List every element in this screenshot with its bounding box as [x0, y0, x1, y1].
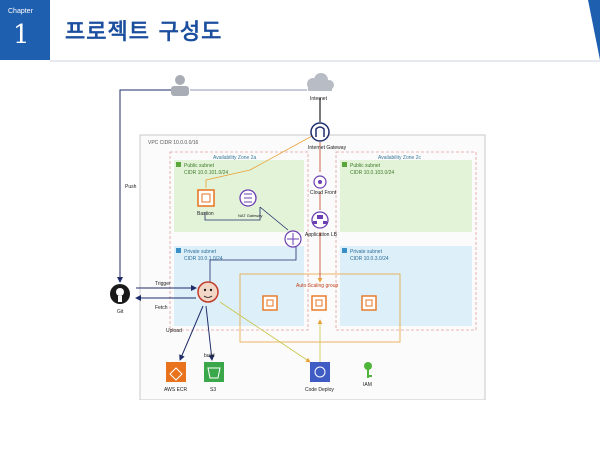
nat-label: NAT Gateway	[238, 213, 263, 218]
private-subnet-c-cidr: CIDR 10.0.3.0/24	[350, 256, 389, 262]
bastion-ec2-icon	[197, 189, 215, 207]
page-title: 프로젝트 구성도	[65, 20, 223, 45]
s3-icon	[204, 362, 224, 382]
codedeploy-icon	[310, 362, 330, 382]
push-edge	[117, 89, 180, 283]
upload-edge	[179, 305, 204, 361]
internet-gateway-label: Internet Gateway	[308, 145, 347, 151]
internet-gateway-icon	[310, 122, 330, 142]
jenkins-nat-edge	[209, 246, 297, 282]
build-edge	[205, 305, 215, 361]
az-c-boundary	[335, 151, 477, 331]
internet-cloud-icon	[307, 73, 334, 91]
public-subnet-c-title: Public subnet	[350, 163, 381, 169]
private-subnet-icon	[342, 248, 347, 253]
build-label: build	[204, 353, 215, 359]
header-divider	[50, 60, 600, 62]
ec2-instance-icon	[311, 295, 327, 311]
ec2-instance-icon	[262, 295, 278, 311]
public-subnet-icon	[342, 162, 347, 167]
ec2-instance-icon	[361, 295, 377, 311]
github-label: Git	[117, 309, 124, 315]
fetch-label: Fetch	[155, 305, 168, 311]
user-icon	[171, 75, 189, 96]
igw-bastion-edge	[205, 135, 313, 188]
private-subnet-c-title: Private subnet	[350, 249, 383, 255]
ecr-label: AWS ECR	[164, 387, 188, 393]
vpc-label: VPC CIDR 10.0.0.0/16	[148, 140, 199, 146]
ecr-icon	[166, 362, 186, 382]
asg-label: Auto Scaling group	[296, 283, 338, 289]
az-a-boundary	[169, 151, 309, 331]
trigger-label: Trigger	[155, 281, 171, 287]
public-subnet-a-cidr: CIDR 10.0.101.0/24	[184, 170, 228, 176]
push-label: Push	[125, 184, 137, 190]
s3-label: S3	[210, 387, 216, 393]
jenkins-icon	[197, 281, 219, 303]
jenkins-codedeploy-edge	[219, 301, 311, 363]
private-subnet-icon	[176, 248, 181, 253]
alb-label: Application LB	[305, 232, 338, 238]
public-subnet-c	[340, 160, 472, 232]
codedeploy-label: Code Deploy	[305, 387, 334, 393]
upload-label: Upload	[166, 328, 182, 334]
cloudfront-icon	[313, 175, 327, 189]
private-subnet-c	[340, 246, 472, 326]
bastion-nat-edge	[204, 207, 261, 221]
github-icon	[110, 284, 130, 304]
private-subnet-a-title: Private subnet	[184, 249, 217, 255]
public-subnet-icon	[176, 162, 181, 167]
bastion-label: Bastion	[197, 211, 214, 217]
az-c-label: Availability Zone 2c	[378, 155, 421, 161]
az-a-label: Availability Zone 2a	[213, 155, 256, 161]
router-icon	[284, 230, 302, 248]
iam-label: IAM	[363, 382, 372, 388]
internet-label: Internet	[310, 96, 328, 102]
public-subnet-a-title: Public subnet	[184, 163, 215, 169]
chapter-number: 1	[13, 20, 30, 50]
chapter-label: Chapter	[8, 8, 33, 15]
corner-accent	[588, 0, 600, 60]
architecture-diagram: VPC CIDR 10.0.0.0/16 Availability Zone 2…	[110, 73, 486, 400]
application-lb-icon	[311, 211, 329, 229]
nat-gateway-icon	[239, 189, 257, 207]
private-subnet-a-cidr: CIDR 10.0.1.0/24	[184, 256, 223, 262]
nat-router-edge	[259, 206, 289, 231]
chapter-badge: Chapter 1	[0, 0, 50, 60]
iam-key-icon	[364, 362, 372, 378]
public-subnet-c-cidr: CIDR 10.0.103.0/24	[350, 170, 394, 176]
cloudfront-label: Cloud Front	[310, 190, 337, 196]
